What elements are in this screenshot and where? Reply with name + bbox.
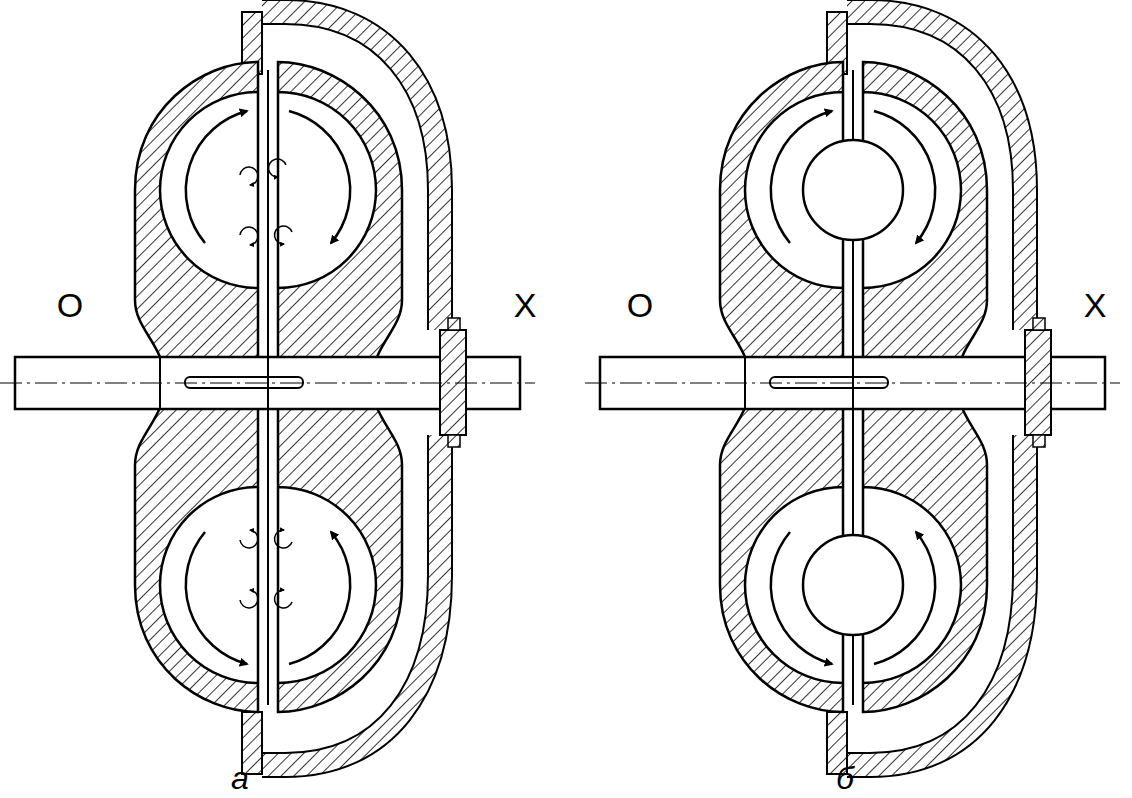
input-shaft-label: O xyxy=(57,288,83,322)
view-caption: а xyxy=(231,762,249,794)
output-shaft-label: X xyxy=(514,288,537,322)
output-shaft-label: X xyxy=(1084,288,1107,322)
coupling-view-b xyxy=(585,12,1120,774)
view-caption: б xyxy=(836,762,854,794)
input-shaft-label: O xyxy=(627,288,653,322)
turbulence-swirls xyxy=(240,70,292,705)
coupling-view-a xyxy=(0,12,535,774)
flow-cores xyxy=(803,70,903,705)
